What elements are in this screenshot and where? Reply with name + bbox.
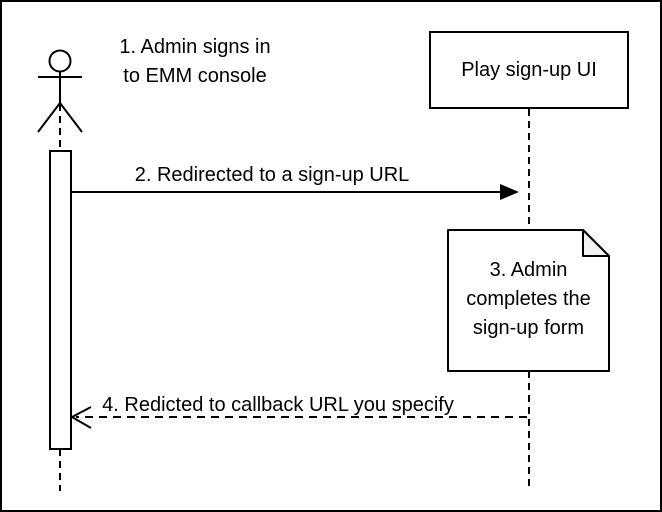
message-2-arrowhead <box>500 184 519 200</box>
note-shape <box>447 229 610 372</box>
message-4-open-arrowhead <box>69 406 92 429</box>
actor-left-leg <box>37 102 61 133</box>
actor-annotation-line-2: to EMM console <box>123 65 267 87</box>
note-fold-corner <box>582 229 610 257</box>
actor-annotation-line-1: 1. Admin signs in <box>119 36 271 58</box>
note-label: 3. Admin completes the sign-up form <box>448 256 609 343</box>
participant-play-signup-ui: Play sign-up UI <box>429 31 629 109</box>
message-2-arrow <box>71 184 519 200</box>
actor-annotation: 1. Admin signs in to EMM console <box>95 33 295 91</box>
note-label-line-2: completes the <box>466 288 591 310</box>
message-2-label: 2. Redirected to a sign-up URL <box>134 164 410 186</box>
activation-bar <box>49 150 72 450</box>
note-label-line-3: sign-up form <box>472 317 585 339</box>
actor-right-leg <box>59 102 83 133</box>
participant-label: Play sign-up UI <box>461 58 597 81</box>
message-4-label: 4. Redicted to callback URL you specify <box>102 394 454 416</box>
note-body <box>447 229 610 372</box>
message-4-arrow <box>69 406 527 429</box>
actor-head <box>48 49 72 73</box>
actor-figure <box>37 49 83 133</box>
note-label-line-1: 3. Admin <box>489 259 568 281</box>
